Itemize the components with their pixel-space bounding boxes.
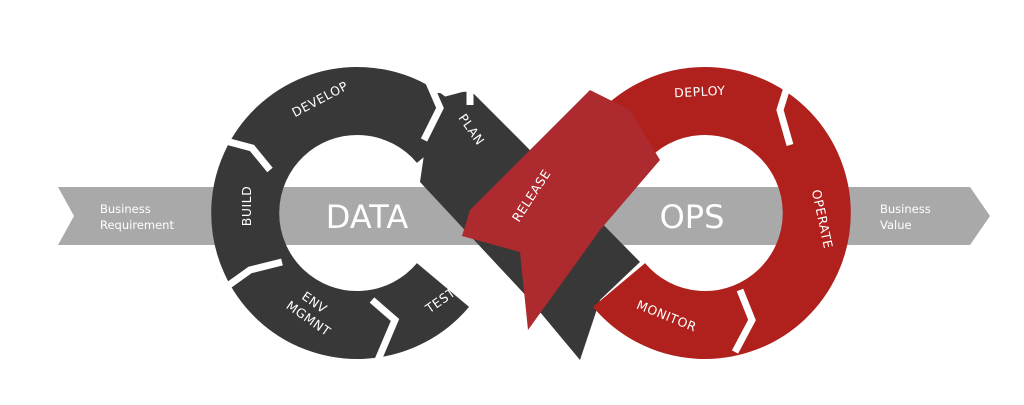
segment-separators xyxy=(219,76,794,362)
ops-title: OPS xyxy=(660,198,725,236)
data-loop-ring xyxy=(211,67,469,359)
data-title: DATA xyxy=(326,198,409,236)
stage-deploy: DEPLOY xyxy=(674,83,726,101)
release-band xyxy=(462,90,660,330)
business-requirement-label-1: Business xyxy=(100,202,151,216)
stage-build: BUILD xyxy=(239,186,254,227)
ops-loop-ring xyxy=(593,67,851,359)
business-value-label-2: Value xyxy=(880,218,912,232)
business-requirement-label-2: Requirement xyxy=(100,218,174,232)
business-value-label-1: Business xyxy=(880,202,931,216)
